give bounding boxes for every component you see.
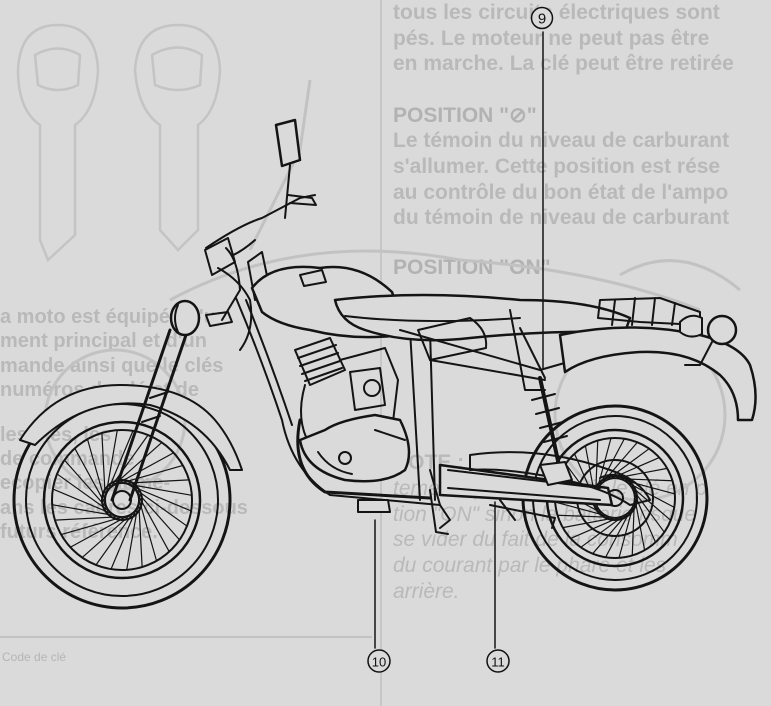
bg-right-line: se vider du fait de la consomm: [393, 528, 678, 552]
motorcycle-line-art: [12, 31, 757, 649]
column-divider: [380, 0, 382, 706]
callout-10: 10: [367, 649, 391, 673]
bg-right-heading: POSITION "ON": [393, 255, 551, 279]
bg-right-line: tous les circuits électriques sont: [393, 1, 720, 24]
wheel-spoke: [126, 495, 141, 571]
faded-keys-drawing: [16, 23, 222, 263]
callout-10-label: 10: [372, 655, 386, 670]
footer-rule: [0, 636, 372, 638]
bg-right-line: arrière.: [393, 579, 460, 603]
bg-left-line: ment principal et d'un: [0, 330, 207, 353]
bg-right-line: pés. Le moteur ne peut pas être: [393, 26, 710, 50]
engine: [294, 337, 411, 483]
callout-11: 11: [486, 649, 510, 673]
bg-right-line: en marche. La clé peut être retirée: [393, 52, 734, 76]
callout-9: 9: [530, 6, 554, 30]
callout-9-label: 9: [538, 11, 546, 28]
bg-right-line: au contrôle du bon état de l'ampo: [393, 180, 729, 204]
background-caption: Code de clé: [2, 650, 67, 664]
wheel-spoke: [137, 491, 143, 568]
wheel-spoke: [135, 488, 158, 562]
callout-11-label: 11: [491, 655, 505, 670]
bg-left-line: mande ainsi que le clés: [0, 354, 224, 377]
bg-right-line: s'allumer. Cette position est rése: [393, 155, 721, 179]
bg-left-line: ans les cadres ci-dessous: [0, 496, 248, 519]
bg-right-line: Le témoin du niveau de carburant: [393, 129, 730, 153]
bg-right-line: du témoin de niveau de carburant: [393, 206, 730, 230]
bg-left-line: futurs référence.: [0, 521, 158, 544]
bg-right-heading: POSITION "⊘": [393, 103, 537, 127]
bg-right-line: du courant par le phare et les: [393, 553, 667, 577]
front-wheel: [12, 390, 232, 610]
